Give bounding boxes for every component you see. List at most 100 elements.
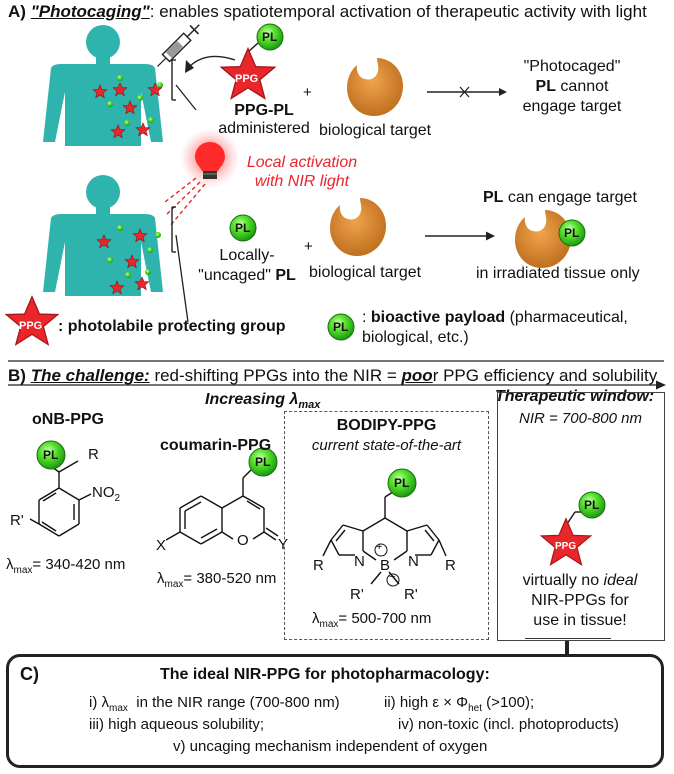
increasing-lambda: Increasing λmax <box>205 391 320 411</box>
plus-sign: + <box>303 84 312 101</box>
section-a-label: A) <box>8 2 26 21</box>
section-b-header: B) The challenge: red-shifting PPGs into… <box>8 366 657 386</box>
onb-title: oNB-PPG <box>32 411 104 428</box>
criterion-i-pre: i) λ <box>89 694 109 711</box>
locally-line1: Locally- <box>219 247 275 264</box>
biological-target-icon <box>347 58 403 116</box>
syringe-icon <box>157 24 200 67</box>
pl-badge-text: PL <box>584 498 600 512</box>
local-activation-text: Local activation with NIR light <box>222 153 382 191</box>
criterion-ii: ii) high ε × Φhet (>100); <box>384 694 534 714</box>
bodipy-subtitle: current state-of-the-art <box>311 437 462 454</box>
irradiated-text: in irradiated tissue only <box>476 265 640 282</box>
section-a-heading-rest: : enables spatiotemporal activation of t… <box>149 2 647 21</box>
photocaged-line3: engage target <box>522 98 622 115</box>
section-b-heading-poo: poo <box>401 366 433 385</box>
body-markers <box>92 75 163 138</box>
biological-target-label-2: biological target <box>309 264 422 281</box>
pl-badge-text: PL <box>333 320 349 334</box>
bodipy-range: = 500-700 nm <box>338 610 432 627</box>
photocaged-line1: "Photocaged" <box>523 58 621 75</box>
legend-ppg-text: : photolabile protecting group <box>58 318 286 335</box>
plus-sign: + <box>304 238 313 255</box>
criterion-ii-sub: het <box>468 703 483 714</box>
bodipy-r1: R' <box>350 586 364 603</box>
criterion-iv: iv) non-toxic (incl. photoproducts) <box>398 716 619 733</box>
ppg-pl-label: PPG-PL administered <box>212 102 316 138</box>
local-activation-line2: with NIR light <box>254 173 350 190</box>
section-b-heading: The challenge: <box>30 366 150 385</box>
ppg-badge-text: PPG <box>235 73 259 85</box>
section-b-label: B) <box>8 366 26 385</box>
legend-pl-line2: biological, etc.) <box>362 329 469 346</box>
onb-rprime: R' <box>10 512 24 529</box>
pl-sphere-icon <box>256 23 284 51</box>
virtually-ideal: ideal <box>603 572 638 589</box>
criterion-ii-post: (>100); <box>482 694 535 711</box>
onb-range: = 340-420 nm <box>32 556 126 573</box>
locally-uncaged-label: Locally- "uncaged" PL <box>192 246 302 286</box>
legend-pl-rest: (pharmaceutical, <box>505 309 628 326</box>
photocaged-text: "Photocaged" PL cannot engage target <box>508 57 636 117</box>
virtually-1: virtually no <box>522 572 604 589</box>
pl-badge-text: PL <box>43 448 59 462</box>
pl-badge-text: PL <box>564 226 580 240</box>
onb-lambda: λmax= 340-420 nm <box>6 556 125 576</box>
bodipy-box <box>284 411 489 640</box>
criterion-iii: iii) high aqueous solubility; <box>89 716 265 733</box>
onb-structure <box>29 460 92 537</box>
ppg-badge-text: PPG <box>19 320 43 332</box>
lambda-symbol: λ <box>6 556 14 573</box>
coumarin-structure <box>165 468 279 545</box>
ppg-pl-label-administered: administered <box>218 120 310 137</box>
ppg-pl-label-bold: PPG-PL <box>234 102 294 119</box>
criterion-i-sub: max <box>109 703 128 714</box>
coumarin-range: = 380-520 nm <box>183 570 277 587</box>
photocaged-line2: PL cannot <box>535 78 609 95</box>
increasing-sub: max <box>298 399 321 412</box>
lambda-symbol: λ <box>312 610 320 627</box>
virtually-underline <box>525 638 611 639</box>
section-a-header: A) "Photocaging": enables spatiotemporal… <box>8 2 647 22</box>
lambda-symbol: λ <box>157 570 165 587</box>
nir-range: NIR = 700-800 nm <box>516 410 645 427</box>
virtually-2: NIR-PPGs for <box>531 592 629 609</box>
bodipy-r-right: R <box>445 557 456 574</box>
lightbulb-icon <box>195 142 225 179</box>
bodipy-n-left: N <box>354 553 365 570</box>
legend-pl-bold: bioactive payload <box>370 309 506 326</box>
pl-badge-text: PL <box>235 221 251 235</box>
onb-no2: NO2 <box>92 484 121 504</box>
section-c-label: C) <box>20 664 39 684</box>
coumarin-title: coumarin-PPG <box>160 437 272 454</box>
section-b-heading-rest2: r PPG efficiency and solubility <box>432 366 658 385</box>
criterion-i-post: in the NIR range (700-800 nm) <box>127 694 340 711</box>
coumarin-lambda: λmax= 380-520 nm <box>157 570 276 590</box>
bodipy-r-left: R <box>313 557 324 574</box>
pl-badge-text: PL <box>262 30 278 44</box>
criterion-i: i) λmax in the NIR range (700-800 nm) <box>89 694 340 714</box>
coumarin-y: Y <box>278 536 289 553</box>
virtually-3: use in tissue! <box>533 612 627 629</box>
pl-badge-text: PL <box>255 455 271 469</box>
ideal-ppg-box <box>6 654 664 768</box>
bodipy-r2: R' <box>404 586 418 603</box>
therapeutic-window-box <box>497 392 665 641</box>
pl-badge-text: PL <box>394 476 410 490</box>
criterion-ii-pre: ii) high ε × Φ <box>384 694 469 711</box>
bodipy-title: BODIPY-PPG <box>336 417 437 434</box>
ppg-badge-text: PPG <box>555 541 577 552</box>
increasing-text: Increasing λ <box>205 391 299 408</box>
section-c-title: The ideal NIR-PPG for photopharmacology: <box>160 666 490 683</box>
biological-target-label: biological target <box>319 122 432 139</box>
bodipy-plus: + <box>376 541 383 553</box>
section-a-heading: "Photocaging" <box>30 2 150 21</box>
bodipy-n-right: N <box>408 553 419 570</box>
local-activation-line1: Local activation <box>246 154 358 171</box>
bodipy-structure <box>322 489 447 585</box>
bodipy-b: B <box>380 557 391 574</box>
section-b-heading-rest1: red-shifting PPGs into the NIR = <box>149 366 402 385</box>
lambda-sub: max <box>164 579 184 590</box>
coumarin-o: O <box>237 532 249 549</box>
bodipy-minus: − <box>389 571 396 583</box>
